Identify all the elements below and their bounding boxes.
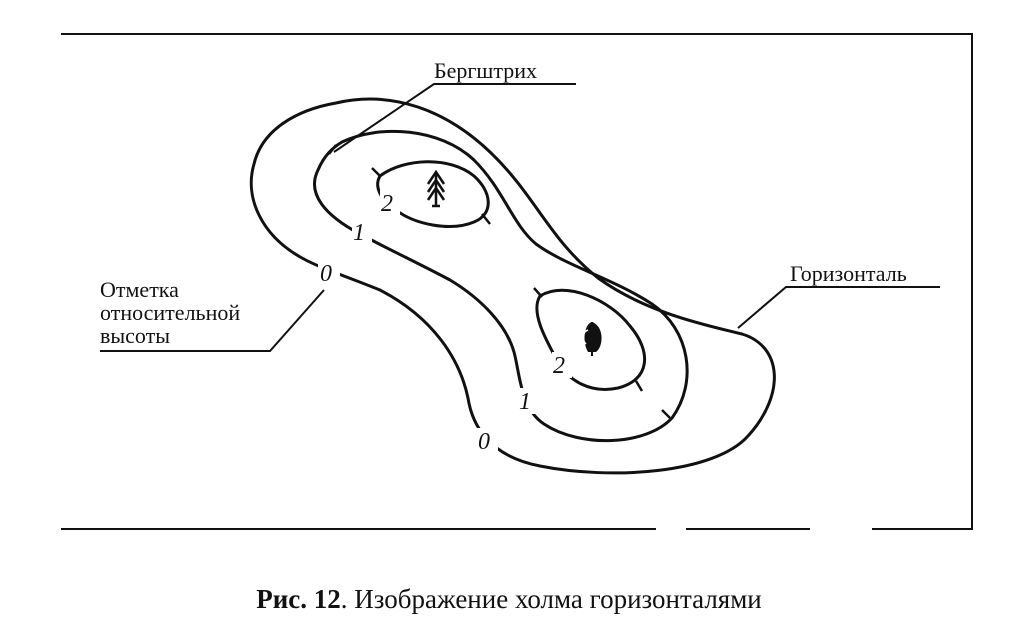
tree-icon [426,169,446,208]
contour-number-0-left: 0 [320,261,332,287]
contour-line-0 [249,97,776,475]
bergstrich-tick [634,380,644,392]
bergstrich-tick [533,287,543,298]
contour-line-2-bottom [535,288,646,391]
figure-frame [61,33,973,530]
caption-text: . Изображение холма горизонталями [340,584,762,614]
contour-number-1-left: 1 [353,220,365,246]
otmetka-label-line3: высоты [100,323,170,348]
otmetka-leader [100,289,325,352]
bergstrich-tick [661,409,671,419]
leader-lines [100,83,940,352]
bergstrich-leader [333,83,576,153]
contour-number-2-bottom: 2 [553,353,565,379]
caption-figure-number: Рис. 12 [256,584,341,614]
bergstrich-tick [371,167,381,177]
bergstrich-ticks [328,144,671,419]
figure-caption: Рис. 12. Изображение холма горизонталями [0,584,1018,615]
otmetka-label-line2: относительной [100,300,240,325]
gorizontal-label: Горизонталь [790,261,907,286]
bergstrich-label: Бергштрих [434,58,537,83]
gorizontal-leader [737,286,940,329]
contour-number-0-bottom: 0 [478,429,490,455]
otmetka-label-line1: Отметка [100,277,179,302]
bergstrich-tick [328,144,337,155]
contour-number-2-top: 2 [381,191,393,217]
bergstrich-tick [481,213,491,225]
contour-number-1-bottom: 1 [519,389,531,415]
tree-stump-icon [582,322,602,356]
